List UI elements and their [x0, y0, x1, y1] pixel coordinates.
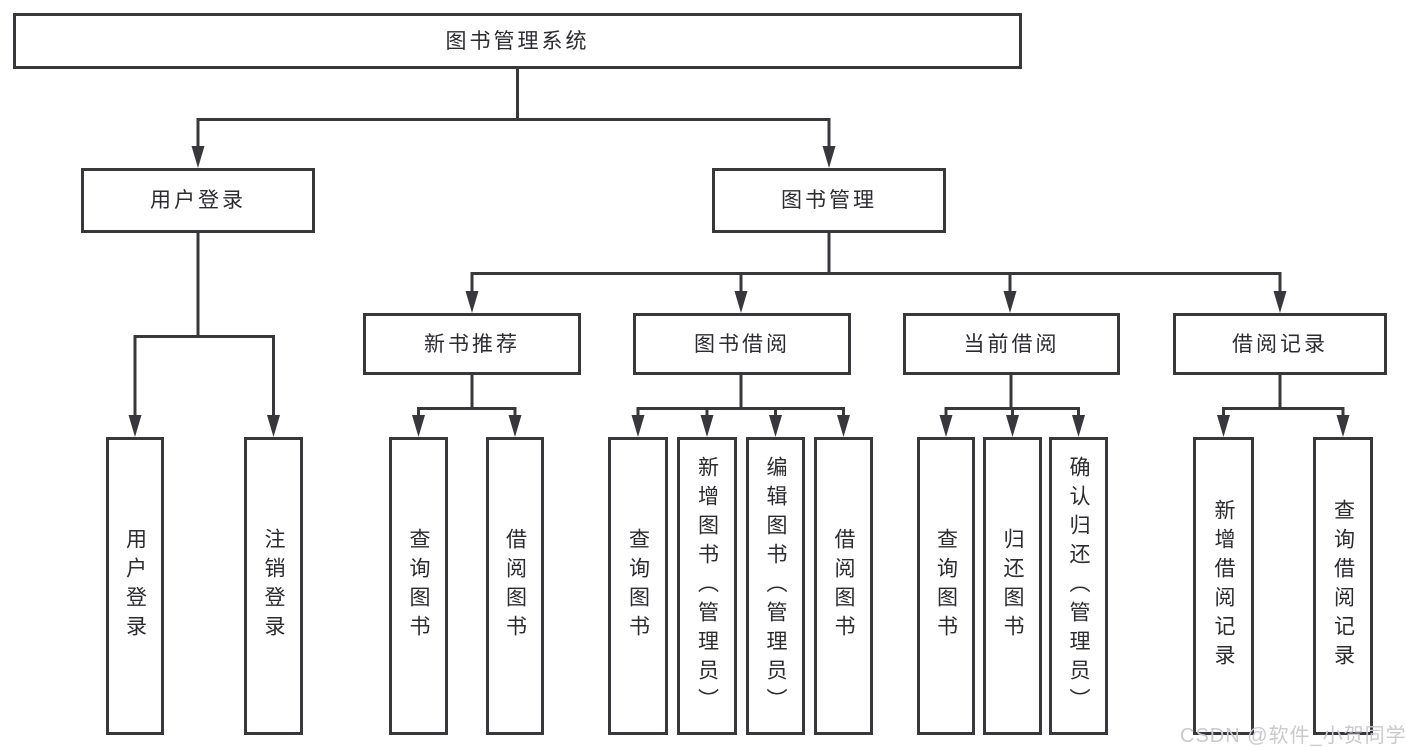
node-book-management: 图书管理: [712, 168, 946, 233]
leaf-query-borrow-record: 查询借阅记录: [1313, 437, 1373, 735]
leaf-user-login: 用户登录: [106, 437, 164, 735]
arrowhead: [837, 415, 850, 437]
node-label: 用户登录: [150, 189, 246, 212]
leaf-logout: 注销登录: [244, 437, 303, 735]
leaf-borrow-books-borrowing: 借阅图书: [814, 437, 873, 735]
arrowhead: [267, 415, 280, 437]
leaf-return-books: 归还图书: [983, 437, 1042, 735]
leaf-query-books-borrowing: 查询图书: [608, 437, 668, 735]
node-label: 当前借阅: [963, 332, 1060, 356]
node-label: 图书借阅: [694, 332, 790, 356]
leaf-label: 借阅图书: [503, 528, 527, 644]
arrowhead: [508, 415, 522, 437]
node-user-login: 用户登录: [81, 168, 315, 233]
leaf-label: 新增借阅记录: [1212, 499, 1235, 673]
arrowhead: [939, 415, 953, 437]
leaf-label: 注销登录: [262, 528, 285, 644]
leaf-label: 查询图书: [934, 528, 958, 644]
arrowhead: [1006, 415, 1019, 437]
leaf-query-books-current: 查询图书: [917, 437, 975, 735]
arrowhead: [1273, 291, 1287, 313]
arrowhead: [128, 415, 142, 437]
leaf-label: 用户登录: [123, 528, 147, 644]
leaf-confirm-return-admin: 确认归还（管理员）: [1049, 437, 1108, 735]
leaf-label: 查询借阅记录: [1331, 499, 1355, 673]
leaf-label: 编辑图书（管理员）: [764, 455, 787, 717]
node-book-borrowing: 图书借阅: [633, 313, 851, 375]
leaf-label: 归还图书: [1001, 528, 1024, 644]
arrowhead: [191, 146, 205, 168]
node-borrowing-records: 借阅记录: [1173, 313, 1387, 375]
leaf-label: 查询图书: [626, 528, 650, 644]
arrowhead: [1072, 415, 1085, 437]
leaf-edit-books-admin: 编辑图书（管理员）: [746, 437, 805, 735]
leaf-label: 借阅图书: [832, 528, 855, 644]
node-label: 图书管理: [781, 189, 877, 212]
node-label: 图书管理系统: [445, 29, 590, 53]
leaf-label: 查询图书: [407, 528, 430, 644]
node-new-book-recommendation: 新书推荐: [363, 313, 581, 375]
leaf-label: 新增图书（管理员）: [695, 455, 719, 717]
arrowhead: [465, 291, 479, 313]
arrowhead: [769, 415, 782, 437]
node-label: 借阅记录: [1232, 332, 1328, 356]
leaf-borrow-books-recommend: 借阅图书: [486, 437, 544, 735]
arrowhead: [734, 291, 748, 313]
arrowhead: [1336, 415, 1350, 437]
leaf-label: 确认归还（管理员）: [1067, 455, 1090, 717]
arrowhead: [1003, 291, 1017, 313]
arrowhead: [700, 415, 714, 437]
leaf-add-books-admin: 新增图书（管理员）: [677, 437, 737, 735]
node-current-borrowing: 当前借阅: [903, 313, 1120, 375]
node-label: 新书推荐: [424, 332, 520, 356]
leaf-add-borrow-record: 新增借阅记录: [1193, 437, 1254, 735]
arrowhead: [631, 415, 645, 437]
node-library-system: 图书管理系统: [13, 13, 1022, 69]
csdn-watermark: CSDN @软件_小贺同学: [1180, 725, 1405, 747]
arrowhead: [822, 146, 836, 168]
arrowhead: [1217, 415, 1230, 437]
arrowhead: [412, 415, 425, 437]
leaf-query-books-recommend: 查询图书: [389, 437, 448, 735]
